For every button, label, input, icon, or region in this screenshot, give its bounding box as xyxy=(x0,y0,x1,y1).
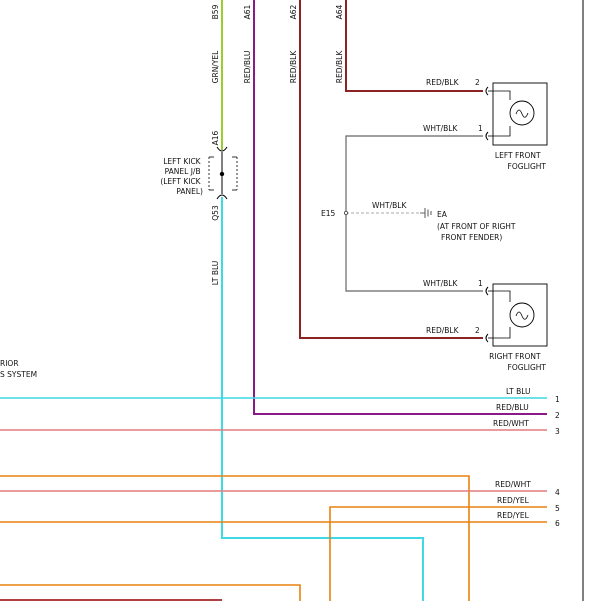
lamp-icon xyxy=(493,90,535,137)
bus-number-6: 6 xyxy=(555,519,560,528)
bus-line-5 xyxy=(329,506,547,601)
right-foglight-connector xyxy=(485,286,493,343)
bus-number-5: 5 xyxy=(555,504,560,513)
wire-label-lt-blu: LT BLU xyxy=(211,261,220,286)
splice-e15 xyxy=(343,210,348,215)
splice-label-e15: E15 xyxy=(321,209,336,218)
right-foglight-label: RIGHT FRONT FOGLIGHT xyxy=(489,352,546,372)
system-label: RIOR S SYSTEM xyxy=(0,359,37,379)
wire-red-blu xyxy=(253,0,547,415)
bus-number-1: 1 xyxy=(555,395,560,404)
junction-label: LEFT KICK PANEL J/B (LEFT KICK PANEL) xyxy=(160,157,203,196)
wire-label-red-blu: RED/BLU xyxy=(243,51,252,84)
ground-location-label: (AT FRONT OF RIGHT FRONT FENDER) xyxy=(437,222,518,242)
terminal-a64: A64 xyxy=(335,4,344,19)
bus-label-1: LT BLU xyxy=(506,387,531,396)
lamp-icon xyxy=(493,290,535,339)
left-foglight-connector xyxy=(485,86,493,141)
bus-number-3: 3 xyxy=(555,427,560,436)
bus-label-2: RED/BLU xyxy=(496,403,529,412)
wire-label-ground-wht-blk: WHT/BLK xyxy=(372,201,407,210)
bus-label-6: RED/YEL xyxy=(497,511,530,520)
pin-lf-1: 1 xyxy=(478,124,483,133)
bus-label-4: RED/WHT xyxy=(495,480,531,489)
bus-number-2: 2 xyxy=(555,411,560,420)
terminal-b59: B59 xyxy=(211,4,220,19)
terminal-a61: A61 xyxy=(243,4,252,19)
ground-icon xyxy=(420,208,432,218)
wire-label-lf-red-blk: RED/BLK xyxy=(426,78,460,87)
wire-label-red-blk-right: RED/BLK xyxy=(289,50,298,84)
bus-label-5: RED/YEL xyxy=(497,496,530,505)
wire-red-blk-right xyxy=(299,0,483,339)
terminal-a16: A16 xyxy=(211,130,220,145)
pin-rf-1: 1 xyxy=(478,279,483,288)
left-foglight-label: LEFT FRONT FOGLIGHT xyxy=(495,151,546,171)
wire-label-red-blk-left: RED/BLK xyxy=(335,50,344,84)
ground-label-ea: EA xyxy=(437,210,448,219)
wire-label-rf-red-blk: RED/BLK xyxy=(426,326,460,335)
terminal-a62: A62 xyxy=(289,4,298,19)
wire-label-grn-yel: GRN/YEL xyxy=(211,50,220,83)
pin-lf-2: 2 xyxy=(475,78,480,87)
bus-line-bottom-orange xyxy=(0,584,301,601)
terminal-q53: Q53 xyxy=(211,205,220,221)
wire-red-blk-left xyxy=(345,0,483,92)
pin-rf-2: 2 xyxy=(475,326,480,335)
bus-label-3: RED/WHT xyxy=(493,419,529,428)
wire-label-lf-wht-blk: WHT/BLK xyxy=(423,124,458,133)
wire-lt-blu xyxy=(221,197,424,601)
bus-number-4: 4 xyxy=(555,488,560,497)
junction-block xyxy=(208,146,238,200)
bus-line-upper-orange xyxy=(0,475,470,601)
wire-label-rf-wht-blk: WHT/BLK xyxy=(423,279,458,288)
